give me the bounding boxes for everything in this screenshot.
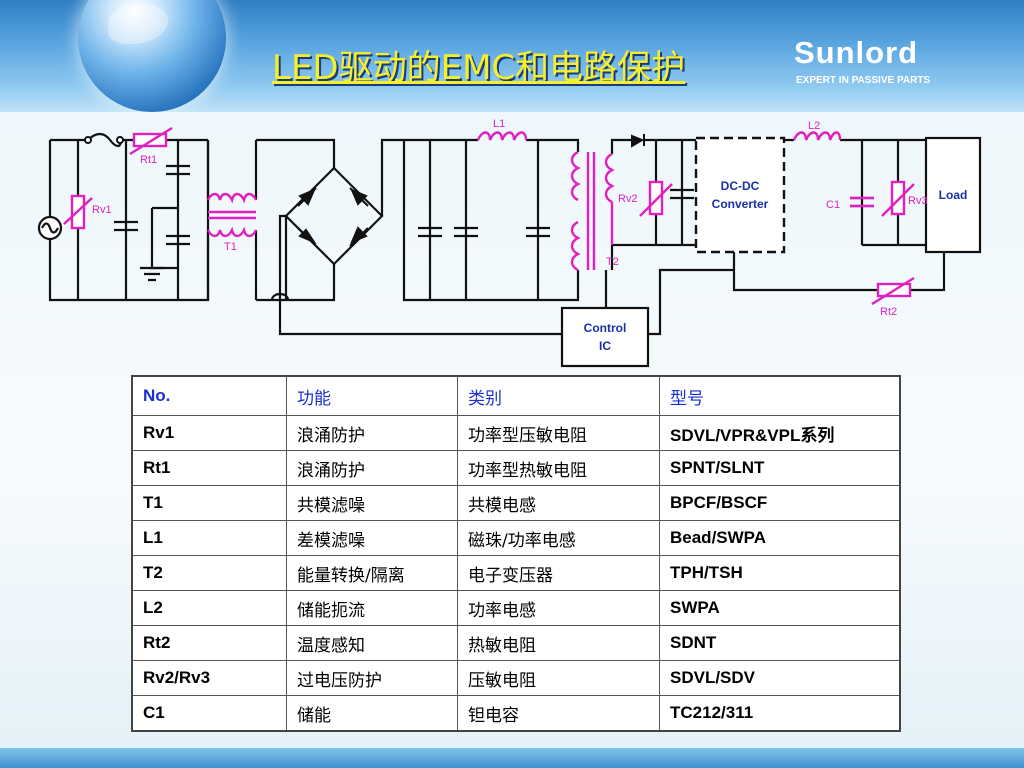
table-row: Rt2 温度感知 热敏电阻 SDNT: [131, 625, 901, 661]
cell-model: SDVL/SDV: [659, 660, 901, 696]
col-header-model: 型号: [659, 375, 901, 416]
table-row: Rv1 浪涌防护 功率型压敏电阻 SDVL/VPR&VPL系列: [131, 415, 901, 451]
table-row: Rt1 浪涌防护 功率型热敏电阻 SPNT/SLNT: [131, 450, 901, 486]
cell-no: Rt2: [131, 625, 287, 661]
label-rv3: Rv3: [908, 195, 928, 207]
label-t2: T2: [606, 256, 619, 268]
cell-model: TPH/TSH: [659, 555, 901, 591]
cell-function: 共模滤噪: [286, 485, 458, 521]
cell-function: 差模滤噪: [286, 520, 458, 556]
cell-category: 功率型热敏电阻: [457, 450, 660, 486]
cell-category: 压敏电阻: [457, 660, 660, 696]
label-control-line2: IC: [599, 339, 611, 353]
label-t1: T1: [224, 241, 237, 253]
page-title: LED驱动的EMC和电路保护: [272, 48, 686, 88]
cell-function: 储能扼流: [286, 590, 458, 626]
component-table: No. 功能 类别 型号 Rv1 浪涌防护 功率型压敏电阻 SDVL/VPR&V…: [131, 375, 901, 732]
cell-model: Bead/SWPA: [659, 520, 901, 556]
cell-function: 温度感知: [286, 625, 458, 661]
cell-model: SDVL/VPR&VPL系列: [659, 415, 901, 451]
label-load: Load: [939, 188, 968, 202]
cell-model: BPCF/BSCF: [659, 485, 901, 521]
label-rv2: Rv2: [618, 193, 638, 205]
table-row: T2 能量转换/隔离 电子变压器 TPH/TSH: [131, 555, 901, 591]
cell-model: SWPA: [659, 590, 901, 626]
brand-logo-text: Sunlord: [794, 35, 919, 70]
label-rv1: Rv1: [92, 204, 112, 216]
cell-no: Rv2/Rv3: [131, 660, 287, 696]
cell-model: SDNT: [659, 625, 901, 661]
cell-no: T1: [131, 485, 287, 521]
col-header-function: 功能: [286, 375, 458, 416]
cell-no: T2: [131, 555, 287, 591]
cell-no: Rt1: [131, 450, 287, 486]
cell-function: 浪涌防护: [286, 415, 458, 451]
cell-category: 钽电容: [457, 695, 660, 732]
cell-no: C1: [131, 695, 287, 732]
cell-function: 储能: [286, 695, 458, 732]
cell-category: 磁珠/功率电感: [457, 520, 660, 556]
header-banner: LED驱动的EMC和电路保护 Sunlord EXPERT IN PASSIVE…: [0, 0, 1024, 112]
table-row: L1 差模滤噪 磁珠/功率电感 Bead/SWPA: [131, 520, 901, 556]
label-rt1: Rt1: [140, 154, 157, 166]
cell-category: 热敏电阻: [457, 625, 660, 661]
cell-model: TC212/311: [659, 695, 901, 732]
label-rt2: Rt2: [880, 306, 897, 318]
cell-function: 浪涌防护: [286, 450, 458, 486]
label-c1: C1: [826, 199, 840, 211]
cell-no: Rv1: [131, 415, 287, 451]
label-l1: L1: [493, 118, 505, 130]
cell-no: L1: [131, 520, 287, 556]
table-row: Rv2/Rv3 过电压防护 压敏电阻 SDVL/SDV: [131, 660, 901, 696]
table-header-row: No. 功能 类别 型号: [131, 375, 901, 416]
label-dcdc-line2: Converter: [712, 197, 769, 211]
table-row: T1 共模滤噪 共模电感 BPCF/BSCF: [131, 485, 901, 521]
col-header-no: No.: [131, 375, 287, 416]
label-l2: L2: [808, 120, 820, 132]
globe-graphic: [78, 0, 226, 112]
cell-no: L2: [131, 590, 287, 626]
circuit-diagram: Rt1 Rv1 T1 L1 T2 Rv2 L2 C1 Rv3 Rt2 DC-DC…: [37, 118, 982, 368]
table-row: L2 储能扼流 功率电感 SWPA: [131, 590, 901, 626]
brand-tagline: EXPERT IN PASSIVE PARTS: [796, 75, 931, 86]
label-control-line1: Control: [584, 321, 627, 335]
cell-category: 功率型压敏电阻: [457, 415, 660, 451]
label-dcdc-line1: DC-DC: [721, 179, 760, 193]
cell-category: 功率电感: [457, 590, 660, 626]
cell-category: 电子变压器: [457, 555, 660, 591]
cell-function: 过电压防护: [286, 660, 458, 696]
cell-category: 共模电感: [457, 485, 660, 521]
footer-bar: [0, 748, 1024, 768]
col-header-category: 类别: [457, 375, 660, 416]
cell-function: 能量转换/隔离: [286, 555, 458, 591]
cell-model: SPNT/SLNT: [659, 450, 901, 486]
table-row: C1 储能 钽电容 TC212/311: [131, 695, 901, 732]
